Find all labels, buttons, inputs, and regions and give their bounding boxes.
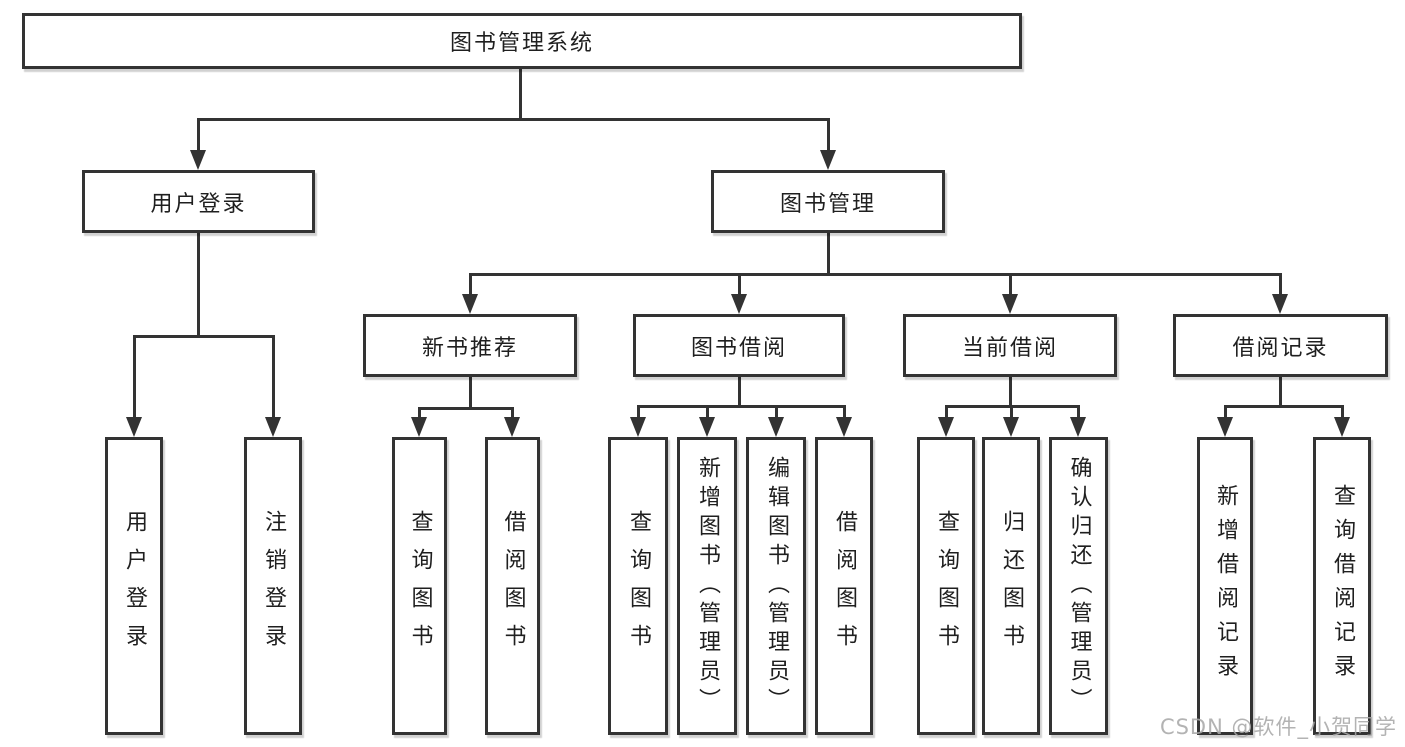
leaf-query-borrow-record: 查询借阅记录 [1313, 437, 1371, 735]
connector-stub [133, 335, 136, 417]
arrow-down-icon [699, 417, 715, 437]
leaf-label: 注销登录 [261, 510, 286, 662]
connector-borrow-stem [738, 377, 741, 405]
connector-stub [469, 273, 472, 294]
connector-recommend-bar [418, 407, 514, 410]
connector-stub [1009, 273, 1012, 294]
node-book-management: 图书管理 [711, 170, 945, 233]
connector-stub [1341, 405, 1344, 417]
connector-stub [827, 118, 830, 152]
connector-root-stem [519, 69, 522, 118]
connector-stub [738, 273, 741, 294]
leaf-borrow-books-1: 借阅图书 [485, 437, 540, 735]
arrow-down-icon [504, 417, 520, 437]
arrow-down-icon [836, 417, 852, 437]
leaf-label: 查询借阅记录 [1330, 484, 1355, 688]
leaf-query-books-2: 查询图书 [608, 437, 668, 735]
leaf-label: 借阅图书 [832, 510, 857, 662]
connector-stub [945, 405, 948, 417]
leaf-label: 查询图书 [934, 510, 959, 662]
connector-stub [1224, 405, 1227, 417]
leaf-query-books-3: 查询图书 [917, 437, 975, 735]
leaf-label: 新增借阅记录 [1213, 484, 1238, 688]
arrow-down-icon [938, 417, 954, 437]
connector-stub [272, 335, 275, 417]
connector-borrow-bar [637, 405, 845, 408]
connector-book-mgmt-stem [827, 233, 830, 273]
node-label: 新书推荐 [421, 335, 518, 361]
arrow-down-icon [1334, 417, 1350, 437]
connector-root-bar [197, 118, 830, 121]
connector-stub [511, 407, 514, 417]
connector-records-bar [1224, 405, 1343, 408]
connector-stub [197, 118, 200, 152]
leaf-borrow-books-2: 借阅图书 [815, 437, 873, 735]
leaf-label: 查询图书 [407, 510, 433, 662]
connector-stub [637, 405, 640, 417]
leaf-query-books-1: 查询图书 [392, 437, 447, 735]
node-label: 图书管理 [779, 191, 876, 217]
arrow-down-icon [1070, 417, 1086, 437]
node-library-system: 图书管理系统 [22, 13, 1022, 69]
watermark: CSDN @软件_小贺同学 [1159, 715, 1397, 739]
connector-recommend-stem [469, 377, 472, 407]
leaf-label: 新增图书（管理员） [695, 455, 720, 717]
connector-records-stem [1279, 377, 1282, 405]
leaf-label: 归还图书 [999, 510, 1024, 662]
leaf-label: 用户登录 [122, 510, 147, 662]
arrow-down-icon [1003, 417, 1019, 437]
arrow-down-icon [630, 417, 646, 437]
connector-stub [706, 405, 709, 417]
node-label: 用户登录 [150, 191, 247, 217]
connector-stub [843, 405, 846, 417]
node-current-borrow: 当前借阅 [903, 314, 1117, 377]
arrow-down-icon [768, 417, 784, 437]
arrow-down-icon [1002, 294, 1018, 314]
connector-user-login-bar [133, 335, 275, 338]
node-label: 图书借阅 [690, 335, 787, 361]
leaf-label: 查询图书 [626, 510, 651, 662]
leaf-label: 编辑图书（管理员） [764, 455, 789, 717]
node-label: 当前借阅 [961, 335, 1058, 361]
connector-book-mgmt-bar [469, 273, 1281, 276]
leaf-edit-books-admin: 编辑图书（管理员） [746, 437, 806, 735]
connector-stub [775, 405, 778, 417]
arrow-down-icon [820, 150, 836, 170]
arrow-down-icon [462, 294, 478, 314]
leaf-return-books: 归还图书 [982, 437, 1040, 735]
leaf-logout: 注销登录 [244, 437, 302, 735]
arrow-down-icon [265, 417, 281, 437]
connector-stub [418, 407, 421, 417]
node-borrow-records: 借阅记录 [1173, 314, 1388, 377]
arrow-down-icon [1272, 294, 1288, 314]
arrow-down-icon [731, 294, 747, 314]
connector-current-stem [1009, 377, 1012, 405]
node-label: 借阅记录 [1232, 335, 1329, 361]
leaf-label: 确认归还（管理员） [1066, 455, 1092, 717]
node-user-login: 用户登录 [82, 170, 315, 233]
connector-stub [1010, 405, 1013, 417]
node-label: 图书管理系统 [449, 31, 594, 56]
leaf-add-books-admin: 新增图书（管理员） [677, 437, 737, 735]
leaf-label: 借阅图书 [500, 510, 526, 662]
connector-stub [1077, 405, 1080, 417]
arrow-down-icon [126, 417, 142, 437]
leaf-confirm-return-admin: 确认归还（管理员） [1049, 437, 1108, 735]
node-new-book-recommend: 新书推荐 [363, 314, 577, 377]
connector-stub [1279, 273, 1282, 294]
leaf-user-login: 用户登录 [105, 437, 163, 735]
arrow-down-icon [1217, 417, 1233, 437]
connector-user-login-stem [197, 233, 200, 335]
arrow-down-icon [411, 417, 427, 437]
node-book-borrow: 图书借阅 [633, 314, 845, 377]
leaf-add-borrow-record: 新增借阅记录 [1197, 437, 1253, 735]
arrow-down-icon [190, 150, 206, 170]
